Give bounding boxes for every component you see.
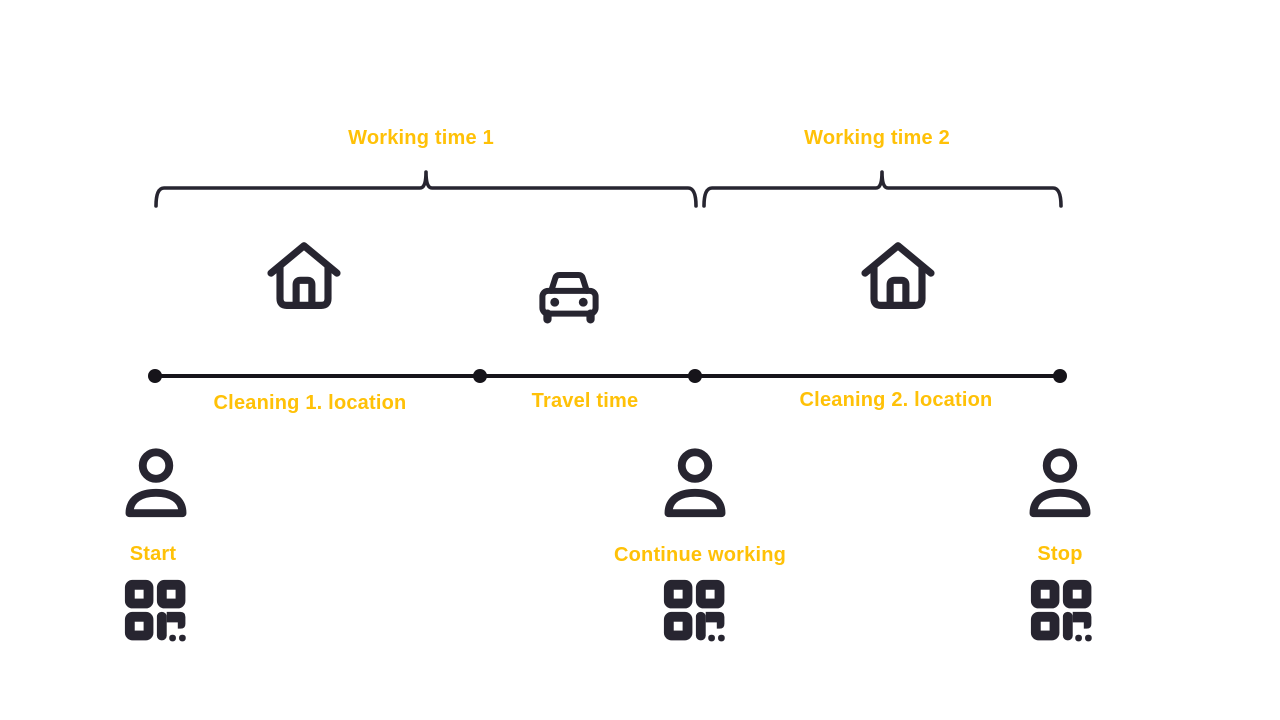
segment-cleaning-1-label: Cleaning 1. location [213, 392, 407, 414]
person-icon [664, 448, 726, 518]
qr-code-icon [1030, 579, 1092, 642]
home-icon [861, 242, 935, 309]
car-icon [539, 271, 599, 324]
timeline-dot [148, 369, 162, 383]
timeline-dot [473, 369, 487, 383]
timeline-axis [148, 369, 1067, 383]
person-icon [125, 448, 187, 518]
qr-code-icon [663, 579, 725, 642]
timeline-dot [688, 369, 702, 383]
person-icon [1029, 448, 1091, 518]
working-time-1-label: Working time 1 [348, 127, 494, 149]
stage-start-label: Start [129, 543, 177, 565]
segment-travel-time-label: Travel time [531, 390, 639, 412]
working-time-1-brace-icon [154, 170, 698, 208]
stage-continue-working-label: Continue working [613, 544, 787, 566]
timeline-dot [1053, 369, 1067, 383]
working-time-2-brace-icon [702, 170, 1063, 208]
segment-cleaning-2-label: Cleaning 2. location [799, 389, 993, 411]
stage-stop-label: Stop [1037, 543, 1083, 565]
qr-code-icon [124, 579, 186, 642]
working-time-2-label: Working time 2 [804, 127, 950, 149]
home-icon [267, 242, 341, 309]
